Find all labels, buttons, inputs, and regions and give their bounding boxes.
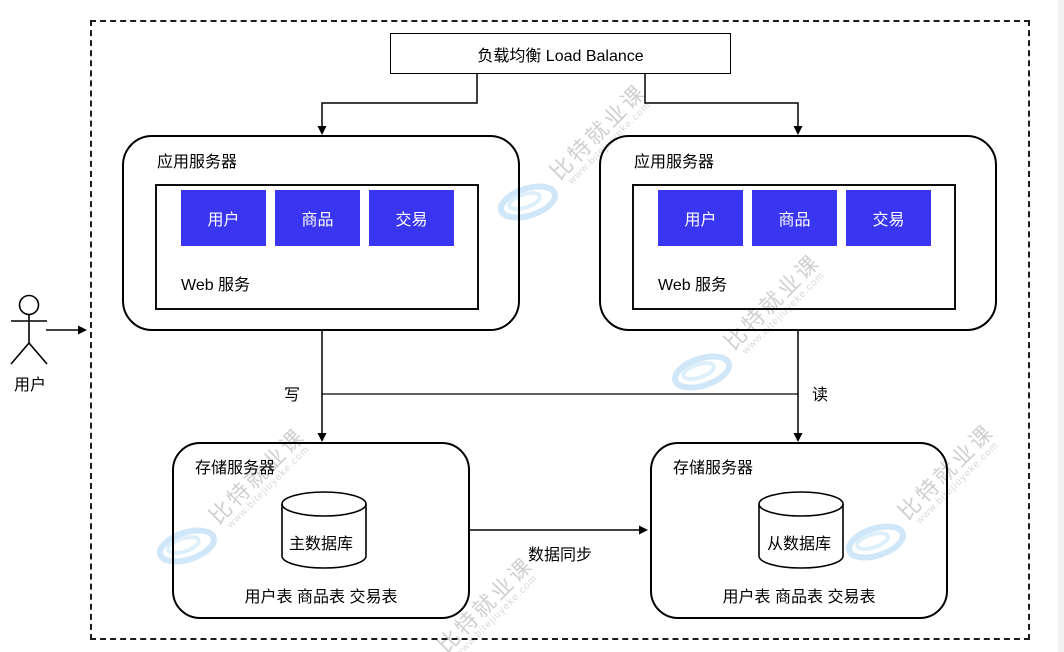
write-label: 写 (284, 387, 301, 404)
read-label: 读 (812, 387, 829, 404)
load-balancer-label: 负载均衡 Load Balance (477, 47, 644, 65)
storage-server-title: 存储服务器 (673, 460, 754, 477)
module-chip-trade: 交易 (369, 190, 454, 246)
storage-server-title: 存储服务器 (195, 460, 276, 477)
app-server-title: 应用服务器 (634, 154, 715, 171)
module-chip-trade: 交易 (846, 190, 931, 246)
module-chip-user: 用户 (181, 190, 266, 246)
web-service-box: 用户 商品 交易 Web 服务 (155, 184, 479, 310)
database-cylinder-icon (281, 491, 367, 569)
system-boundary-dashed-border (90, 20, 1030, 640)
web-service-label: Web 服务 (181, 277, 251, 294)
web-service-label: Web 服务 (658, 277, 728, 294)
module-chip-user: 用户 (658, 190, 743, 246)
storage-server-card-master: 存储服务器 主数据库 用户表 商品表 交易表 (172, 442, 470, 619)
load-balancer-box: 负载均衡 Load Balance (390, 33, 731, 74)
page-edge-strip (1058, 0, 1064, 652)
app-server-card-right: 应用服务器 用户 商品 交易 Web 服务 (599, 135, 997, 331)
database-cylinder-icon (758, 491, 844, 569)
module-row: 用户 商品 交易 (658, 190, 931, 246)
app-server-title: 应用服务器 (157, 154, 238, 171)
tables-label: 用户表 商品表 交易表 (722, 589, 876, 606)
app-server-card-left: 应用服务器 用户 商品 交易 Web 服务 (122, 135, 520, 331)
database-name: 从数据库 (766, 536, 831, 553)
actor-icon (10, 294, 48, 365)
module-row: 用户 商品 交易 (181, 190, 454, 246)
storage-server-card-slave: 存储服务器 从数据库 用户表 商品表 交易表 (650, 442, 948, 619)
tables-label: 用户表 商品表 交易表 (244, 589, 398, 606)
actor-label: 用户 (13, 377, 46, 394)
database-name: 主数据库 (288, 536, 353, 553)
web-service-box: 用户 商品 交易 Web 服务 (632, 184, 956, 310)
data-sync-label: 数据同步 (527, 547, 592, 564)
module-chip-product: 商品 (275, 190, 360, 246)
module-chip-product: 商品 (752, 190, 837, 246)
